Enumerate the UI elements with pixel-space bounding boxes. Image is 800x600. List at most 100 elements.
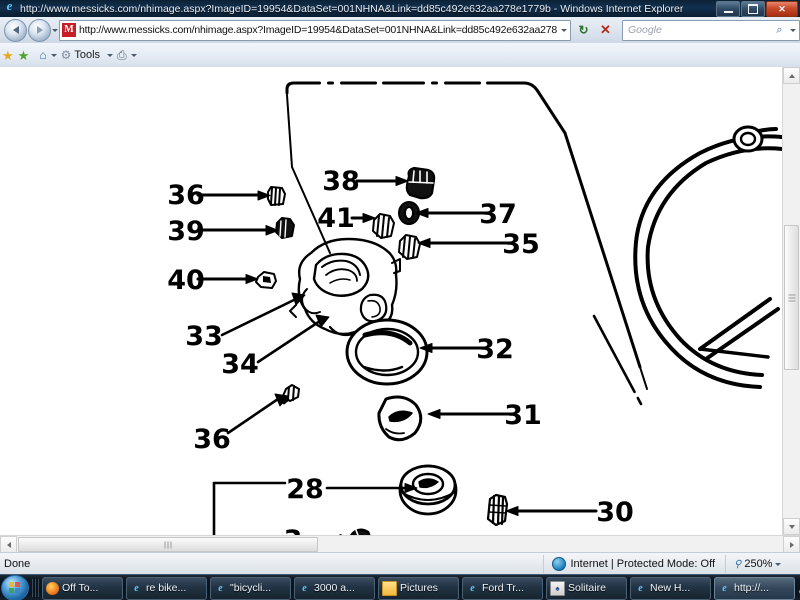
add-star-icon: ★ <box>17 47 30 63</box>
taskbar-button-1[interactable]: e re bike... <box>126 576 207 600</box>
add-to-favorites-button[interactable]: ★ <box>16 44 32 66</box>
ie-icon: e <box>302 582 307 594</box>
folder-icon <box>382 580 397 596</box>
status-bar: Done Internet | Protected Mode: Off ⚲ 25… <box>0 552 800 575</box>
scroll-right-button[interactable] <box>783 536 800 553</box>
volume-icon[interactable]: 🔈 <box>798 581 800 595</box>
cards-icon: ♠ <box>550 580 565 596</box>
ie-icon: e <box>218 582 223 594</box>
favorites-center-button[interactable]: ★ <box>0 44 16 66</box>
taskbar-button-8[interactable]: e http://... <box>714 576 795 600</box>
callout-36: 36 <box>167 180 205 211</box>
security-zone-label: Internet | Protected Mode: Off <box>570 558 715 570</box>
taskbar-button-label: http://... <box>734 582 770 594</box>
vertical-scrollbar[interactable] <box>782 67 800 535</box>
ie-icon: e <box>470 582 475 594</box>
print-button[interactable]: ⎙ <box>115 44 129 66</box>
quick-launch-grip[interactable] <box>32 579 39 597</box>
vertical-scroll-thumb[interactable] <box>784 225 799 370</box>
print-dropdown[interactable] <box>129 44 139 66</box>
taskbar-button-label: Ford Tr... <box>482 582 525 594</box>
callout-33: 33 <box>185 321 223 352</box>
taskbar-button-3[interactable]: e 3000 a... <box>294 576 375 600</box>
tools-button[interactable]: ⚙ Tools <box>59 44 105 66</box>
taskbar-button-5[interactable]: e Ford Tr... <box>462 576 543 600</box>
security-zone[interactable]: Internet | Protected Mode: Off <box>543 555 725 573</box>
taskbar-button-0[interactable]: Off To... <box>42 576 123 600</box>
parts-diagram-image: 36 39 40 33 34 36 38 41 37 35 32 31 28 3… <box>0 67 783 535</box>
horizontal-scrollbar[interactable] <box>0 535 800 553</box>
internet-zone-icon <box>552 557 567 571</box>
callout-32: 32 <box>476 334 514 365</box>
window-title: http://www.messicks.com/nhimage.aspx?Ima… <box>20 2 684 15</box>
close-button[interactable]: ✕ <box>766 1 798 17</box>
home-icon: ⌂ <box>39 48 47 62</box>
callout-31: 31 <box>504 400 542 431</box>
horizontal-scroll-thumb[interactable] <box>18 537 318 552</box>
callout-30: 30 <box>596 497 634 528</box>
taskbar-button-4[interactable]: Pictures <box>378 576 459 600</box>
taskbar-button-label: 3000 a... <box>314 582 355 594</box>
taskbar-button-label: Solitaire <box>568 582 606 594</box>
page-viewport: 36 39 40 33 34 36 38 41 37 35 32 31 28 3… <box>0 67 800 535</box>
taskbar-buttons: Off To... e re bike... e "bicycli... e 3000 a.… <box>42 576 798 600</box>
callout-37: 37 <box>479 199 517 230</box>
start-button[interactable] <box>1 575 29 600</box>
zoom-icon: ⚲ <box>734 558 742 570</box>
window-controls: ✕ <box>716 1 798 17</box>
scroll-down-button[interactable] <box>783 518 800 535</box>
callout-41: 41 <box>317 203 355 234</box>
home-dropdown[interactable] <box>49 44 59 66</box>
home-button[interactable]: ⌂ <box>37 44 48 66</box>
callout-38: 38 <box>322 166 360 197</box>
status-text: Done <box>4 558 31 570</box>
tools-dropdown[interactable] <box>105 44 115 66</box>
diagram-svg: 36 39 40 33 34 36 38 41 37 35 32 31 28 3… <box>0 67 783 535</box>
address-bar[interactable]: M http://www.messicks.com/nhimage.aspx?I… <box>59 19 571 41</box>
back-button[interactable] <box>4 18 27 42</box>
taskbar-button-label: re bike... <box>146 582 187 594</box>
star-icon: ★ <box>2 47 14 63</box>
maximize-button[interactable] <box>741 1 765 17</box>
callout-35: 35 <box>502 229 540 260</box>
ie-icon: e <box>638 582 643 594</box>
taskbar-button-7[interactable]: e New H... <box>630 576 711 600</box>
taskbar-button-label: "bicycli... <box>230 582 272 594</box>
site-favicon-icon: M <box>62 23 76 37</box>
callout-28: 28 <box>286 474 324 505</box>
scroll-left-button[interactable] <box>0 536 17 553</box>
printer-icon: ⎙ <box>117 47 127 62</box>
gear-icon: ⚙ <box>60 48 72 62</box>
callout-39: 39 <box>167 216 205 247</box>
ie-icon: e <box>134 582 139 594</box>
zoom-control[interactable]: ⚲ 250% <box>725 555 800 573</box>
minimize-button[interactable] <box>716 1 740 17</box>
recent-pages-dropdown[interactable] <box>51 20 58 40</box>
callout-34: 34 <box>221 349 259 380</box>
zoom-level-label: 250% <box>744 558 773 570</box>
firefox-icon <box>46 581 59 595</box>
taskbar-button-2[interactable]: e "bicycli... <box>210 576 291 600</box>
ie-icon: e <box>722 582 727 594</box>
taskbar-button-6[interactable]: ♠Solitaire <box>546 576 627 600</box>
search-box[interactable]: Google ⌕ <box>622 19 800 41</box>
callout-40: 40 <box>167 265 205 296</box>
taskbar-button-label: Off To... <box>62 582 99 594</box>
taskbar-button-label: Pictures <box>400 582 438 594</box>
refresh-icon[interactable]: ↻ <box>578 23 589 37</box>
address-dropdown-icon[interactable] <box>557 20 570 40</box>
search-input[interactable]: Google <box>628 24 662 36</box>
taskbar: Off To... e re bike... e "bicycli... e 3000 a.… <box>0 574 800 600</box>
ie-logo-icon <box>3 0 16 15</box>
taskbar-button-label: New H... <box>650 582 691 594</box>
address-input[interactable]: http://www.messicks.com/nhimage.aspx?Ima… <box>79 24 557 36</box>
zoom-dropdown-icon[interactable] <box>775 562 782 566</box>
callout-36-lower: 36 <box>193 424 231 455</box>
search-provider-dropdown-icon[interactable] <box>787 28 799 32</box>
scroll-up-button[interactable] <box>783 67 800 84</box>
forward-button[interactable] <box>28 18 51 42</box>
stop-icon[interactable]: ✕ <box>600 22 611 37</box>
search-icon[interactable]: ⌕ <box>776 23 783 36</box>
title-bar: http://www.messicks.com/nhimage.aspx?Ima… <box>0 0 800 18</box>
